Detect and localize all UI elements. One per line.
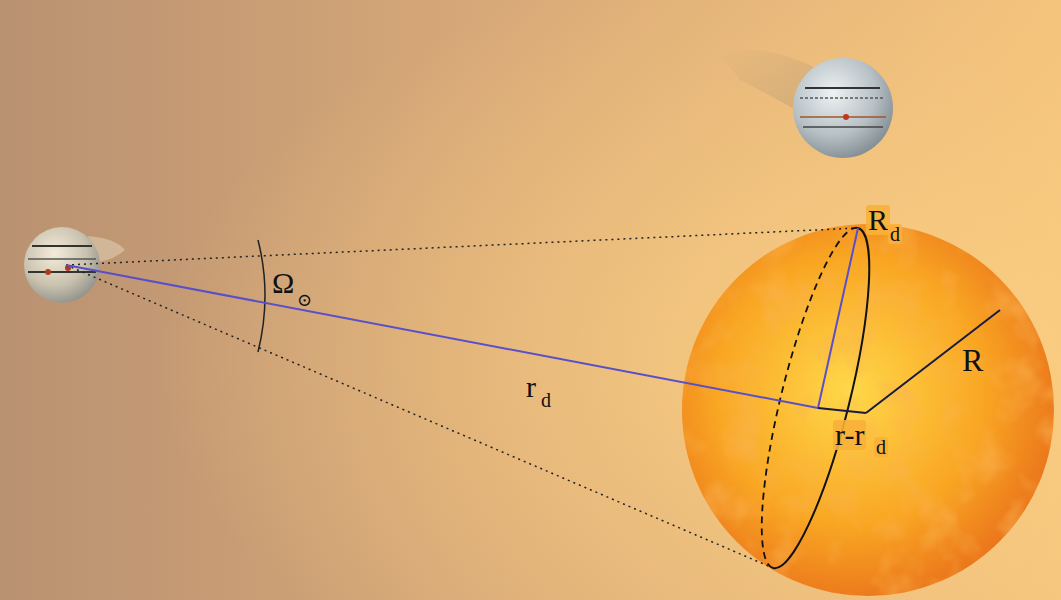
distance-subscript: d <box>541 390 551 410</box>
angle-subscript: ⊙ <box>297 291 312 309</box>
distance-subscript: d <box>874 437 888 457</box>
angle-symbol: Ω <box>272 268 294 298</box>
radius-subscript: d <box>888 224 902 244</box>
radius-label: R <box>962 344 983 376</box>
radius-label: R <box>866 205 890 235</box>
distance-label: r-r <box>833 420 866 450</box>
distance-label: r <box>526 372 536 402</box>
